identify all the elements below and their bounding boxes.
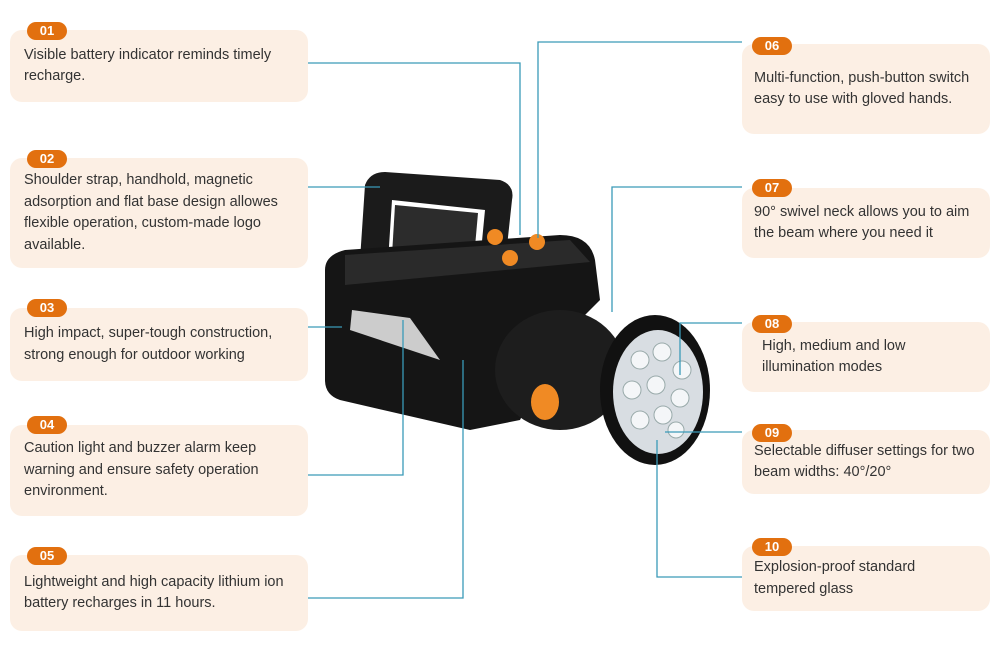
- feature-text: High impact, super-tough construction, s…: [24, 325, 273, 363]
- feature-box-06: Multi-function, push-button switch easy …: [742, 44, 990, 134]
- feature-box-05: Lightweight and high capacity lithium io…: [10, 555, 308, 631]
- feature-number-badge: 08: [752, 315, 792, 333]
- feature-number-badge: 07: [752, 179, 792, 197]
- feature-box-08: High, medium and low illumination modes: [742, 322, 990, 392]
- flashlight-icon: [325, 172, 710, 465]
- feature-text: Shoulder strap, handhold, magnetic adsor…: [24, 172, 278, 253]
- feature-text: High, medium and low illumination modes: [762, 337, 906, 376]
- feature-text: Caution light and buzzer alarm keep warn…: [24, 440, 259, 500]
- feature-box-04: Caution light and buzzer alarm keep warn…: [10, 425, 308, 516]
- feature-text: Multi-function, push-button switch easy …: [754, 69, 970, 108]
- feature-text: Lightweight and high capacity lithium io…: [24, 573, 284, 612]
- feature-number-badge: 05: [27, 547, 67, 565]
- feature-number-badge: 04: [27, 416, 67, 434]
- feature-box-07: 90° swivel neck allows you to aim the be…: [742, 188, 990, 258]
- feature-number-badge: 01: [27, 22, 67, 40]
- feature-text: Selectable diffuser settings for two bea…: [754, 442, 975, 481]
- feature-box-01: Visible battery indicator reminds timely…: [10, 30, 308, 102]
- feature-number-badge: 03: [27, 299, 67, 317]
- feature-box-03: High impact, super-tough construction, s…: [10, 308, 308, 381]
- feature-text: Explosion-proof standard tempered glass: [754, 559, 916, 597]
- feature-text: Visible battery indicator reminds timely…: [24, 46, 272, 85]
- feature-box-09: Selectable diffuser settings for two bea…: [742, 430, 990, 494]
- feature-box-02: Shoulder strap, handhold, magnetic adsor…: [10, 158, 308, 268]
- feature-box-10: Explosion-proof standard tempered glass: [742, 546, 990, 611]
- feature-number-badge: 06: [752, 37, 792, 55]
- feature-number-badge: 09: [752, 424, 792, 442]
- feature-number-badge: 02: [27, 150, 67, 168]
- feature-number-badge: 10: [752, 538, 792, 556]
- callout-lines: [308, 41, 742, 599]
- feature-text: 90° swivel neck allows you to aim the be…: [754, 203, 970, 242]
